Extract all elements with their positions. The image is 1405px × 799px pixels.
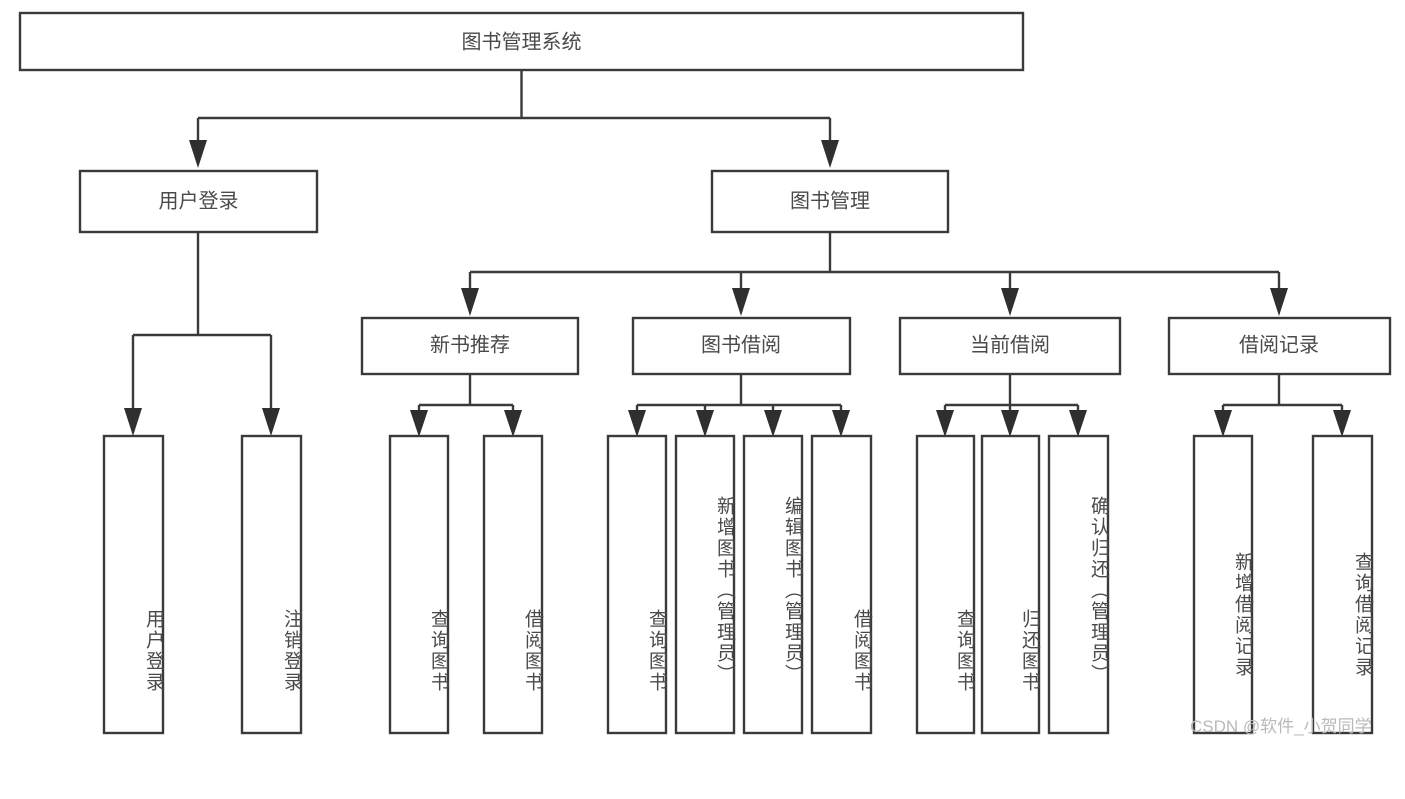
connector-group-root — [189, 70, 839, 168]
node-leaf-logout-login-box[interactable] — [240, 434, 303, 735]
node-current-borrow-label: 当前借阅 — [970, 333, 1050, 356]
node-new-book-recommend-label: 新书推荐 — [430, 333, 510, 356]
node-leaf-confirm-return-box[interactable] — [1047, 434, 1110, 735]
arrow-head-leaf-add-book — [696, 410, 714, 437]
connector-group-book-borrow — [628, 374, 850, 437]
diagram-canvas: 图书管理系统 用户登录 图书管理 新书推荐 图书借阅 当前借阅 借阅记录 — [18, 11, 1392, 735]
connector-group-borrow-record — [1214, 374, 1351, 437]
node-leaf-edit-book-box[interactable] — [742, 434, 804, 735]
node-new-book-recommend-box[interactable] — [360, 316, 580, 376]
connector-group-user-login — [124, 232, 280, 436]
arrow-head-leaf-logout-login — [262, 408, 280, 436]
arrow-head-user-login — [189, 140, 207, 168]
arrow-head-leaf-return-book — [1001, 410, 1019, 437]
node-leaf-add-book-box[interactable] — [674, 434, 736, 735]
arrow-head-leaf-query-book-2 — [628, 410, 646, 437]
node-user-login-label: 用户登录 — [159, 189, 239, 212]
node-leaf-query-record-box[interactable] — [1311, 434, 1374, 735]
arrow-head-leaf-query-book-3 — [936, 410, 954, 437]
node-leaf-user-login-box[interactable] — [102, 434, 165, 735]
node-new-book-recommend[interactable]: 新书推荐 — [360, 316, 580, 376]
node-leaf-borrow-book-2-box[interactable] — [810, 434, 873, 735]
node-current-borrow[interactable]: 当前借阅 — [898, 316, 1122, 376]
arrow-head-borrow-record — [1270, 288, 1288, 316]
node-leaf-add-record-box[interactable] — [1192, 434, 1254, 735]
diagram-root: 图书管理系统 用户登录 图书管理 新书推荐 图书借阅 当前借阅 借阅记录 — [18, 11, 1392, 736]
arrow-head-leaf-query-book-1 — [410, 410, 428, 437]
node-root-label: 图书管理系统 — [462, 30, 582, 53]
node-leaf-return-book-box[interactable] — [980, 434, 1041, 735]
node-borrow-record[interactable]: 借阅记录 — [1167, 316, 1392, 376]
watermark-text: CSDN @软件_小贺同学 — [1190, 717, 1372, 736]
arrow-head-leaf-edit-book — [764, 410, 782, 437]
connector-group-new-book-recommend — [410, 374, 522, 437]
node-leaf-borrow-book-1-box[interactable] — [482, 434, 544, 735]
arrow-head-current-borrow — [1001, 288, 1019, 316]
node-borrow-record-box[interactable] — [1167, 316, 1392, 376]
arrow-head-leaf-confirm-return — [1069, 410, 1087, 437]
arrow-head-leaf-add-record — [1214, 410, 1232, 437]
node-book-manage-label: 图书管理 — [790, 189, 870, 212]
node-root[interactable]: 图书管理系统 — [18, 11, 1025, 72]
arrow-head-leaf-user-login — [124, 408, 142, 436]
arrow-head-leaf-borrow-book-2 — [832, 410, 850, 437]
node-book-borrow-box[interactable] — [631, 316, 852, 376]
node-leaf-query-book-1-box[interactable] — [388, 434, 450, 735]
connector-group-current-borrow — [936, 374, 1087, 437]
node-book-borrow-label: 图书借阅 — [701, 333, 781, 356]
node-user-login[interactable]: 用户登录 — [78, 169, 319, 234]
node-borrow-record-label: 借阅记录 — [1239, 333, 1319, 356]
node-book-borrow[interactable]: 图书借阅 — [631, 316, 852, 376]
node-leaf-query-book-3-box[interactable] — [915, 434, 976, 735]
arrow-head-leaf-query-record — [1333, 410, 1351, 437]
arrow-head-new-book-recommend — [461, 288, 479, 316]
connector-group-book-manage — [461, 232, 1288, 316]
node-user-login-box[interactable] — [78, 169, 319, 234]
arrow-head-book-manage — [821, 140, 839, 168]
node-book-manage[interactable]: 图书管理 — [710, 169, 950, 234]
node-book-manage-box[interactable] — [710, 169, 950, 234]
arrow-head-book-borrow — [732, 288, 750, 316]
node-current-borrow-box[interactable] — [898, 316, 1122, 376]
node-leaf-query-book-2-box[interactable] — [606, 434, 668, 735]
node-root-box[interactable] — [18, 11, 1025, 72]
arrow-head-leaf-borrow-book-1 — [504, 410, 522, 437]
